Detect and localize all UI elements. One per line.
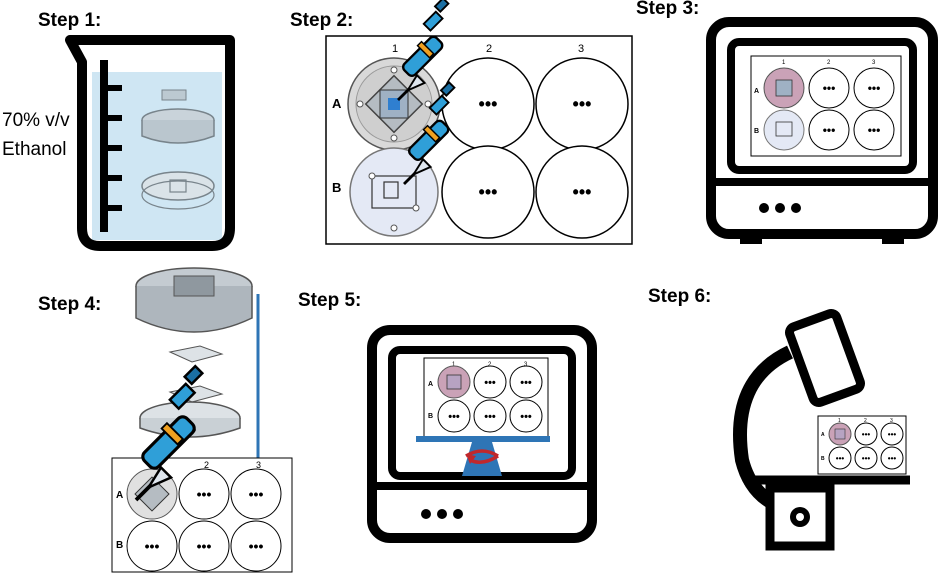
col-label-2: 2 — [864, 418, 867, 424]
step-1: Step 1: 70% v/v Ethanol — [2, 10, 235, 251]
empty-well-mark: ••• — [484, 411, 496, 423]
col-label-3: 3 — [578, 43, 584, 55]
col-label-2: 2 — [486, 43, 492, 55]
row-label-a: A — [332, 96, 342, 111]
col-label-3: 3 — [890, 418, 893, 424]
step-2-label: Step 2: — [290, 10, 353, 31]
empty-well-mark: ••• — [479, 182, 498, 202]
step-5-label: Step 5: — [298, 290, 361, 311]
col-label-3: 3 — [872, 60, 876, 66]
step-5: Step 5: 1 2 3 A B ••• ••• ••• ••• — [298, 290, 597, 543]
row-label-b: B — [116, 540, 123, 551]
submerged-parts — [141, 89, 215, 210]
mini-well-plate: 1 2 3 A B ••• ••• ••• ••• ••• — [817, 415, 907, 475]
ethanol-label-line2: Ethanol — [2, 139, 66, 160]
shaker-platform — [416, 436, 550, 442]
empty-well-mark: ••• — [573, 182, 592, 202]
empty-well-mark: ••• — [823, 81, 836, 95]
empty-well-mark: ••• — [868, 81, 881, 95]
step-1-label: Step 1: — [38, 10, 101, 31]
empty-well-mark: ••• — [520, 411, 532, 423]
empty-well-mark: ••• — [868, 123, 881, 137]
row-label-a: A — [754, 88, 759, 95]
empty-well-mark: ••• — [823, 123, 836, 137]
empty-well-mark: ••• — [862, 430, 871, 439]
empty-well-mark: ••• — [249, 538, 264, 554]
row-label-a: A — [428, 381, 433, 388]
well-a3: ••• — [535, 57, 629, 151]
row-label-b: B — [821, 456, 825, 462]
row-label-a: A — [821, 432, 825, 438]
col-label-1: 1 — [782, 60, 786, 66]
mini-well-plate: 1 2 3 A B ••• ••• ••• ••• ••• — [423, 357, 549, 439]
microscope-icon — [733, 309, 910, 551]
empty-well-mark: ••• — [249, 486, 264, 502]
empty-well-mark: ••• — [836, 454, 845, 463]
col-label-1: 1 — [392, 43, 398, 55]
col-label-2: 2 — [488, 362, 492, 368]
shaker-base — [462, 442, 502, 476]
step-4: Step 4: 1 2 3 A B ••• — [38, 267, 293, 573]
col-label-1: 1 — [838, 418, 841, 424]
well-b3: ••• — [535, 145, 629, 239]
empty-well-mark: ••• — [197, 538, 212, 554]
empty-well-mark: ••• — [888, 454, 897, 463]
empty-well-mark: ••• — [888, 430, 897, 439]
row-label-b: B — [332, 180, 341, 195]
step-3: Step 3: 1 2 3 A B ••• •• — [636, 0, 938, 244]
empty-well-mark: ••• — [448, 411, 460, 423]
step-2: Step 2: 1 2 3 A B ••• — [290, 0, 633, 245]
empty-well-mark: ••• — [145, 538, 160, 554]
rotation-arrow-icon — [465, 449, 499, 458]
step-6-label: Step 6: — [648, 286, 711, 307]
col-label-3: 3 — [524, 362, 528, 368]
col-label-2: 2 — [827, 60, 831, 66]
incubator-icon — [706, 17, 938, 244]
step-6: Step 6: 1 2 3 A B ••• ••• ••• ••• — [648, 286, 910, 551]
empty-well-mark: ••• — [573, 94, 592, 114]
col-label-3: 3 — [256, 460, 261, 470]
row-label-b: B — [754, 128, 759, 135]
row-label-b: B — [428, 413, 433, 420]
well-plate-step4: 1 2 3 A B ••• ••• ••• ••• ••• — [111, 457, 293, 573]
holder-parts — [135, 267, 253, 438]
row-label-a: A — [116, 490, 123, 501]
ethanol-label-line1: 70% v/v — [2, 110, 70, 131]
beaker-icon — [65, 35, 235, 251]
empty-well-mark: ••• — [479, 94, 498, 114]
col-label-2: 2 — [204, 460, 209, 470]
empty-well-mark: ••• — [484, 377, 496, 389]
mini-well-plate: 1 2 3 A B ••• ••• ••• ••• — [750, 55, 902, 157]
well-b2: ••• — [441, 145, 535, 239]
empty-well-mark: ••• — [520, 377, 532, 389]
col-label-1: 1 — [452, 362, 456, 368]
step-3-label: Step 3: — [636, 0, 699, 19]
well-a2: ••• — [441, 57, 535, 151]
step-4-label: Step 4: — [38, 294, 101, 315]
empty-well-mark: ••• — [197, 486, 212, 502]
empty-well-mark: ••• — [862, 454, 871, 463]
